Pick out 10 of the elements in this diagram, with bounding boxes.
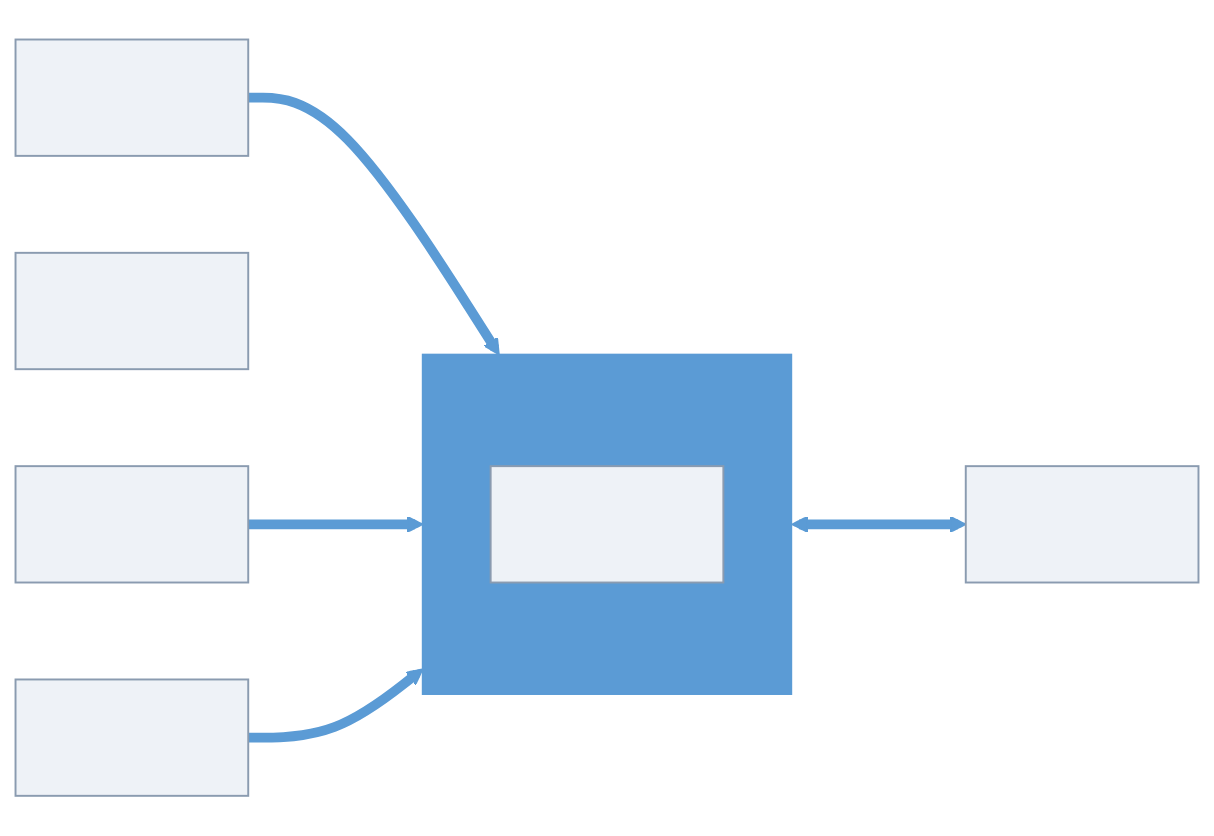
component-box bbox=[14, 252, 250, 371]
component-box bbox=[489, 465, 725, 584]
component-box bbox=[964, 465, 1200, 584]
arrow bbox=[248, 516, 424, 534]
component-box bbox=[14, 678, 250, 798]
arrow bbox=[248, 93, 500, 356]
arrow bbox=[248, 668, 424, 743]
component-box bbox=[14, 465, 250, 584]
arrow bbox=[791, 516, 967, 534]
component-box bbox=[14, 38, 250, 158]
